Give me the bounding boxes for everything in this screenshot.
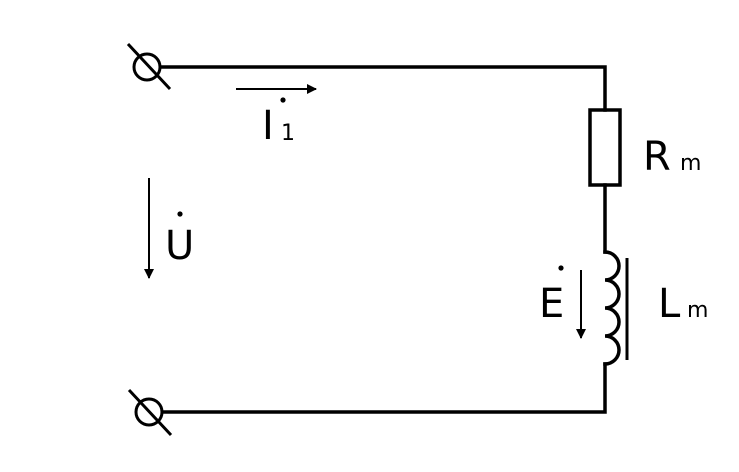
- svg-text:U: U: [165, 223, 194, 269]
- resistor-rm: [588, 108, 622, 187]
- phasor-dot: [558, 265, 564, 271]
- terminal-top: [126, 42, 172, 91]
- top-wire: [158, 65, 607, 112]
- emf-label: E: [539, 265, 564, 327]
- phasor-dot: [280, 97, 286, 103]
- svg-text:m: m: [680, 151, 701, 176]
- resistor-label: R m: [643, 134, 701, 180]
- phasor-dot: [177, 211, 183, 217]
- svg-text:R: R: [643, 134, 671, 180]
- terminal-bottom: [127, 388, 173, 437]
- voltage-label: U: [165, 211, 194, 269]
- svg-text:m: m: [687, 298, 708, 323]
- current-label: I 1: [262, 97, 295, 149]
- svg-text:E: E: [539, 281, 564, 327]
- inductor-lm: [603, 250, 621, 366]
- bottom-wire: [160, 362, 607, 414]
- svg-text:L: L: [658, 281, 681, 327]
- inductor-label: L m: [658, 281, 708, 327]
- svg-text:I: I: [262, 103, 274, 149]
- svg-text:1: 1: [281, 121, 295, 146]
